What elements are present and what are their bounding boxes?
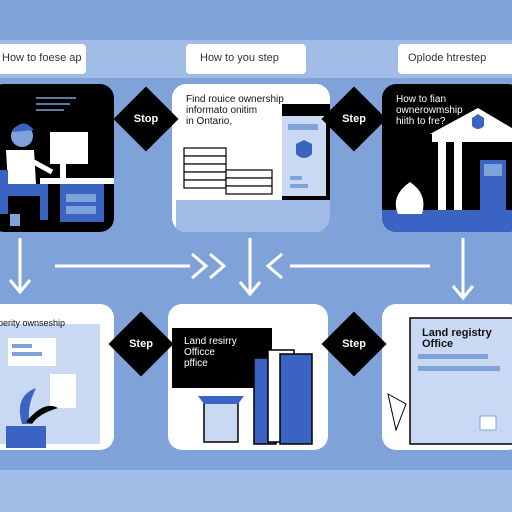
panel-find-ownership: Find rouice ownership informato onitim i… (172, 84, 330, 232)
panel-2-text: Find rouice ownership informato onitim i… (186, 94, 284, 127)
step-label-1: Stop (133, 113, 159, 125)
header-1-text: How to foese ap (2, 52, 82, 64)
header-3: Oplode htrestep (398, 44, 512, 74)
property-illustration (0, 324, 100, 448)
panel-person-computer (0, 84, 114, 232)
step-label-4: Step (342, 338, 366, 350)
panel-ownership-question: How to fian ownerowmship hiith to fre? (382, 84, 512, 232)
header-2: How to you step (186, 44, 306, 74)
header-2-text: How to you step (200, 52, 279, 64)
document-illustration (387, 317, 512, 445)
books-illustration (172, 328, 313, 445)
panel-4-text: roperity ownseship (0, 318, 66, 328)
bottom-band (0, 470, 512, 512)
step-label-3: Step (129, 338, 153, 350)
header-1: How to foese ap (0, 44, 86, 74)
person-computer-illustration (0, 97, 114, 226)
documents-illustration (176, 104, 330, 232)
building-illustration (382, 84, 512, 232)
panel-property-ownership: roperity ownseship (0, 304, 114, 450)
header-3-text: Oplode htrestep (408, 52, 487, 64)
panel-6-text: Land registry Office (422, 327, 492, 350)
step-label-2: Step (342, 113, 366, 125)
panel-land-registry-books: Land resirry Officce pffice (168, 304, 328, 450)
panel-5-text: Land resirry Officce pffice (184, 336, 237, 369)
panel-land-registry-office: Land registry Office (382, 304, 512, 450)
panel-3-text: How to fian ownerowmship hiith to fre? (396, 94, 463, 127)
